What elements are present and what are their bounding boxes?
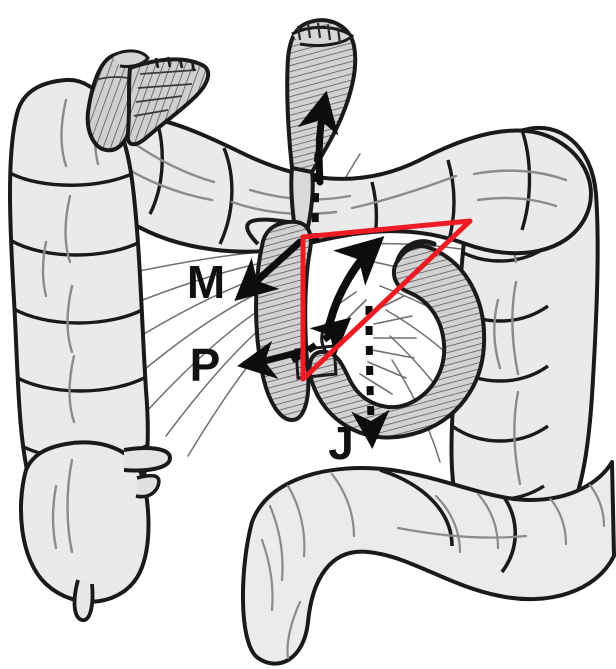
duodenal-c-loop (307, 239, 487, 440)
label-j: J (328, 417, 354, 469)
label-p: P (190, 339, 221, 391)
arrow-duodenal-sweep (326, 236, 385, 326)
arrow-to-pancreas (237, 340, 304, 379)
dashed-arrow-mesenteric-root (290, 317, 352, 364)
resection-triangle (300, 218, 473, 382)
appendix (72, 579, 95, 622)
transverse-colon (87, 114, 593, 256)
label-m: M (187, 256, 225, 308)
dashed-arrow-to-jejunum (351, 305, 390, 449)
mesenteric-window-lines (335, 291, 417, 395)
small-bowel-loops (240, 460, 616, 666)
arrow-to-middle-colic (234, 238, 304, 302)
terminal-ileum-stump (123, 446, 172, 473)
cecum (18, 440, 172, 622)
cut-colon-stump-flap (125, 56, 211, 147)
ileocecal-stump (135, 473, 161, 499)
